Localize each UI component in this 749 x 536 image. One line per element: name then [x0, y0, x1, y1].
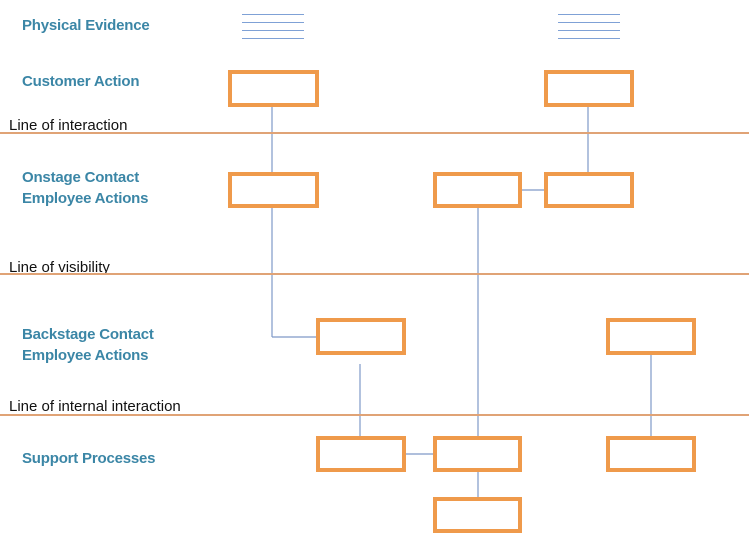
line-label-visibility: Line of visibility: [9, 259, 110, 276]
support-box-middle: [433, 436, 522, 472]
customer-action-box-right: [544, 70, 634, 107]
support-box-left: [316, 436, 406, 472]
onstage-box-left: [228, 172, 319, 208]
support-box-bottom: [433, 497, 522, 533]
line-of-visibility: [0, 273, 749, 275]
customer-action-box-left: [228, 70, 319, 107]
line-label-internal-interaction: Line of internal interaction: [9, 398, 181, 415]
backstage-box-right: [606, 318, 696, 355]
line-of-interaction: [0, 132, 749, 134]
line-label-interaction: Line of interaction: [9, 117, 128, 134]
physical-evidence-mark-right: [558, 14, 620, 40]
row-label-backstage-contact: Backstage Contact Employee Actions: [22, 324, 154, 366]
line-of-internal-interaction: [0, 414, 749, 416]
row-label-support-processes: Support Processes: [22, 450, 156, 467]
row-label-physical-evidence: Physical Evidence: [22, 17, 150, 34]
row-label-onstage-contact: Onstage Contact Employee Actions: [22, 167, 148, 209]
onstage-box-middle: [433, 172, 522, 208]
row-label-customer-action: Customer Action: [22, 73, 140, 90]
row-label-onstage-line2: Employee Actions: [22, 190, 149, 207]
physical-evidence-mark-left: [242, 14, 304, 40]
backstage-box-left: [316, 318, 406, 355]
row-label-onstage-line1: Onstage Contact: [22, 169, 140, 186]
row-label-backstage-line1: Backstage Contact: [22, 326, 154, 343]
onstage-box-right: [544, 172, 634, 208]
support-box-right: [606, 436, 696, 472]
row-label-backstage-line2: Employee Actions: [22, 347, 149, 364]
